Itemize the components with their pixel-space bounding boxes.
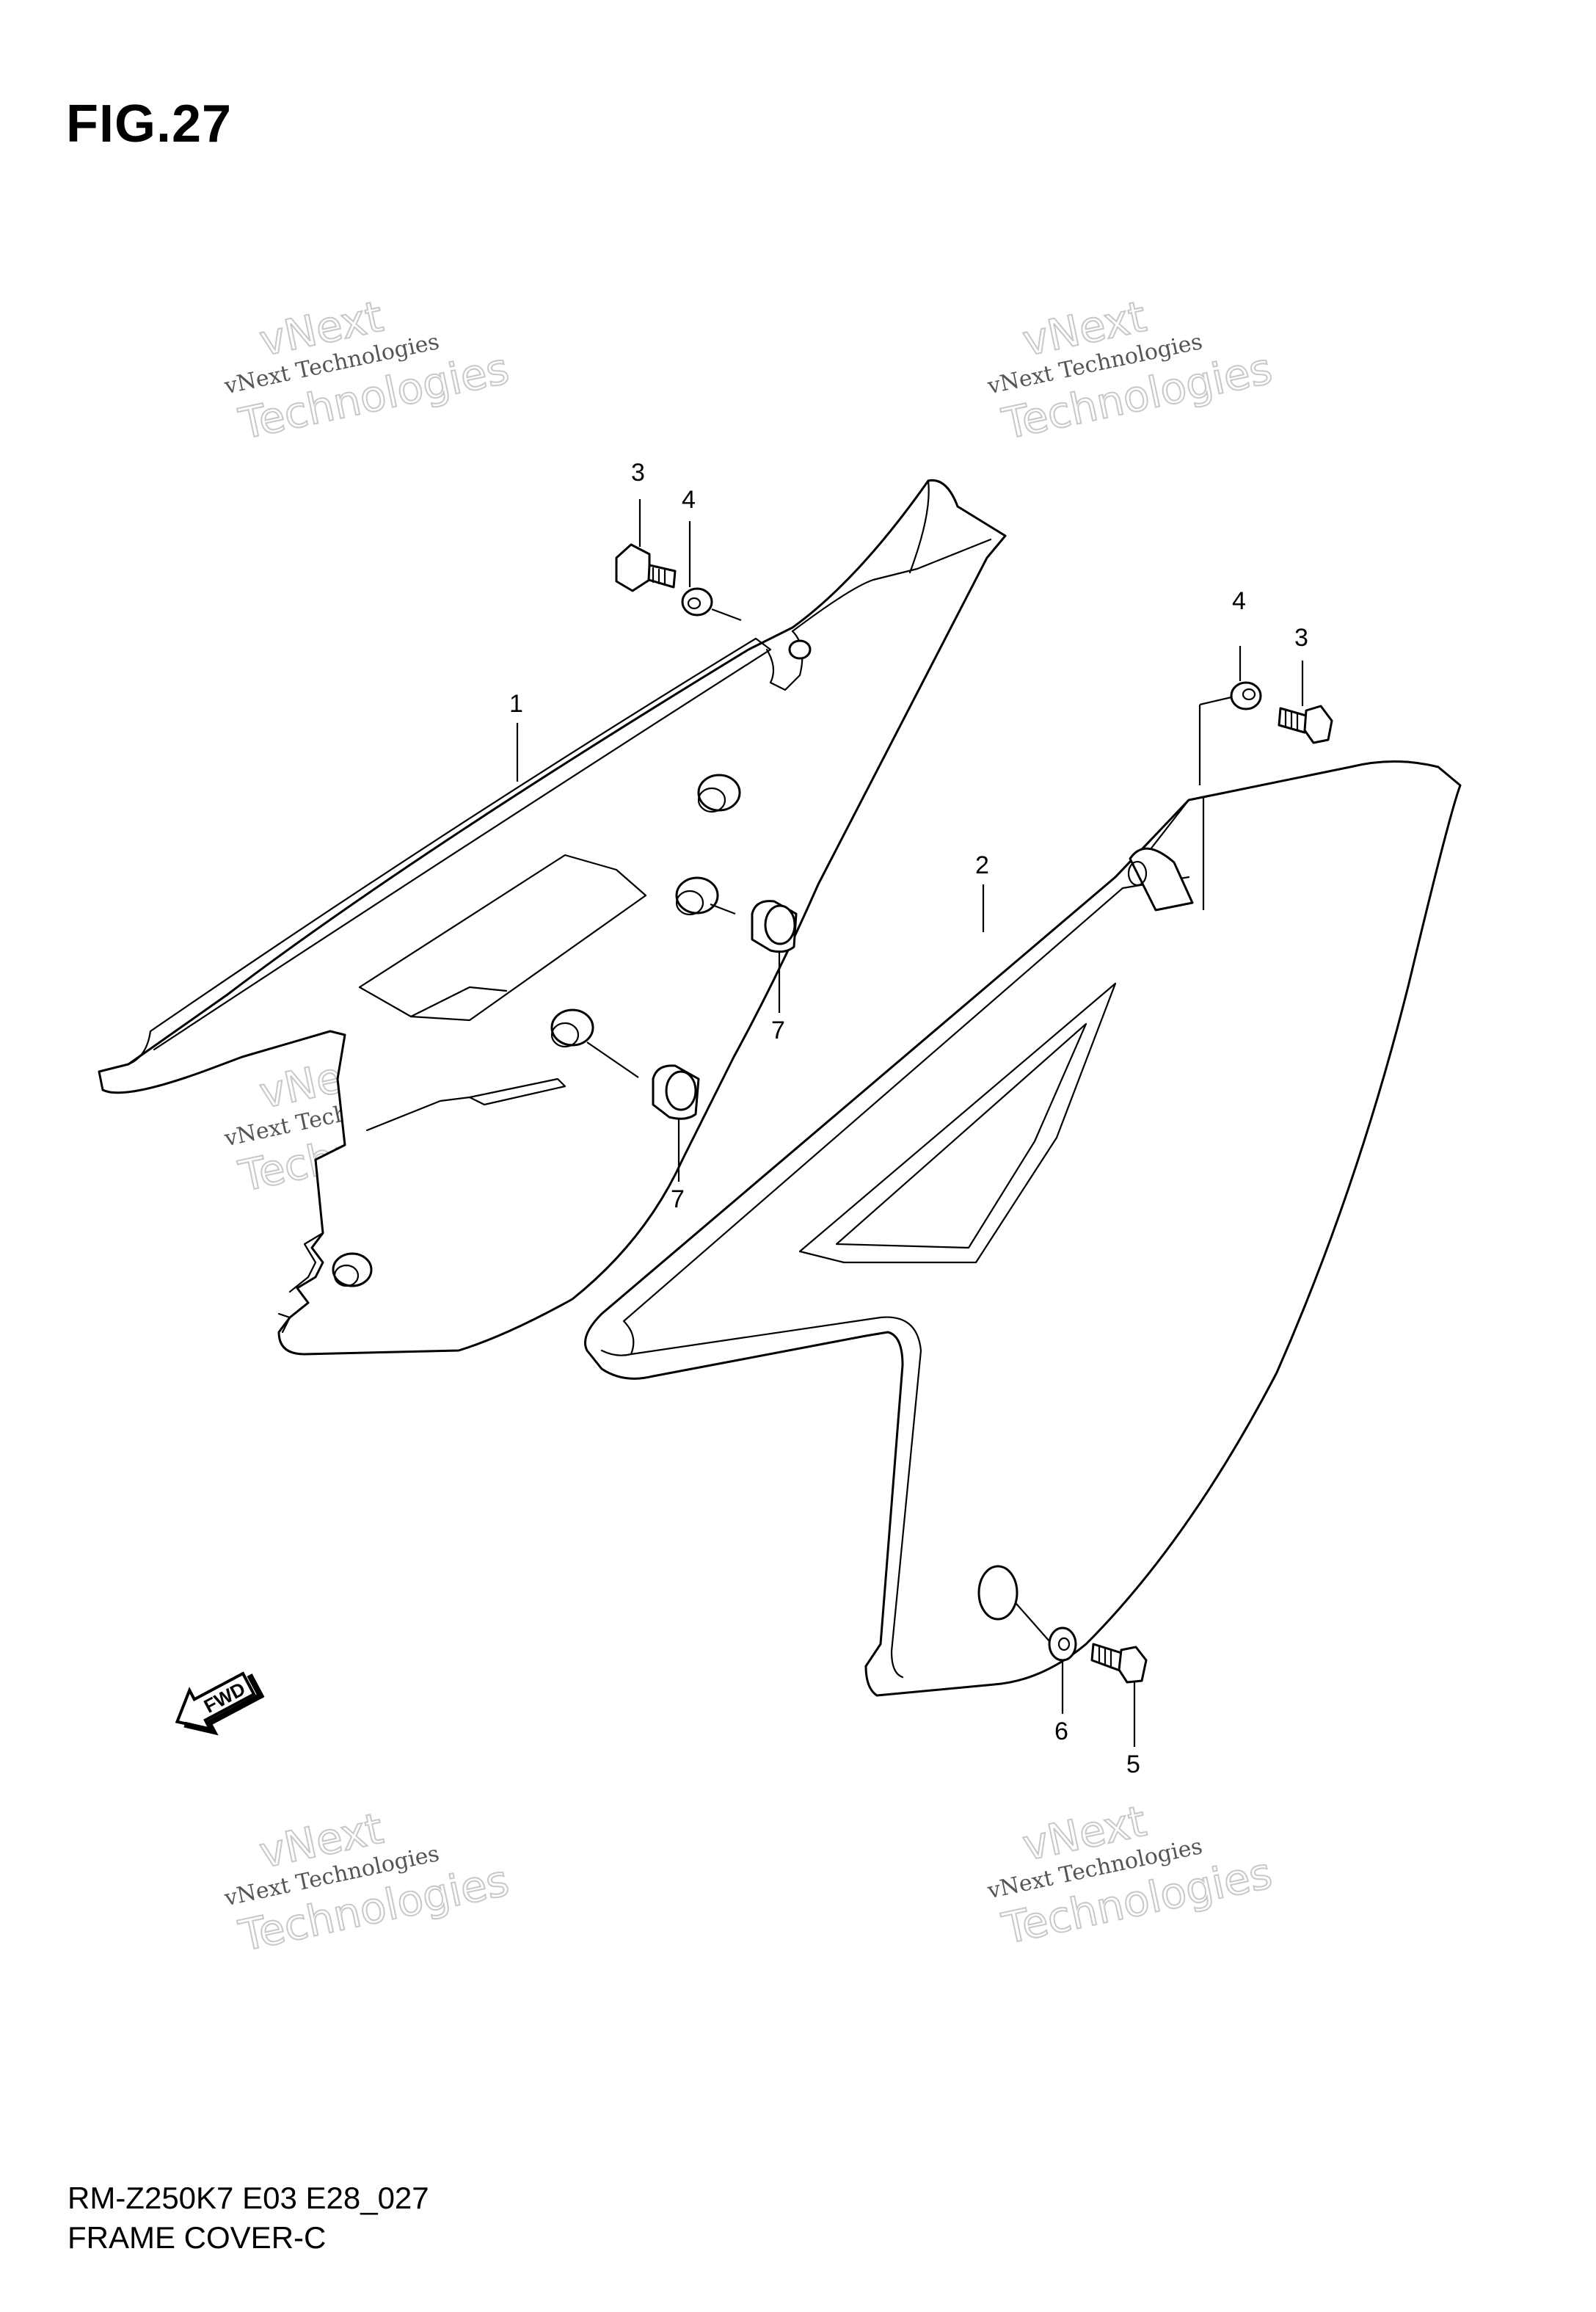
callout-7-lower: 7 — [671, 1185, 685, 1213]
fwd-arrow: FWD — [175, 1671, 265, 1736]
bolt-lower — [1090, 1643, 1148, 1684]
callout-7-upper: 7 — [771, 1017, 785, 1044]
figure-caption: RM-Z250K7 E03 E28_027 FRAME COVER-C — [68, 2178, 429, 2258]
callout-3-left: 3 — [631, 459, 645, 487]
watermark-bottom-left: vNext vNext Technologies Technologies — [222, 1803, 514, 1962]
callout-2: 2 — [975, 851, 989, 879]
washer-lower — [1048, 1626, 1077, 1662]
frame-cover-right — [584, 760, 1462, 1697]
callout-5: 5 — [1126, 1751, 1140, 1778]
frame-cover-left — [98, 479, 1007, 1356]
washer-right-top — [1230, 681, 1262, 710]
washer-left-top — [681, 587, 713, 617]
watermark-top-left: vNext vNext Technologies Technologies — [222, 291, 514, 450]
leader-lines — [516, 499, 1304, 1747]
section-name: FRAME COVER-C — [68, 2220, 327, 2255]
callout-6: 6 — [1054, 1717, 1068, 1745]
callout-4-left: 4 — [682, 486, 696, 514]
watermark-bottom-right: vNext vNext Technologies Technologies — [985, 1795, 1277, 1955]
model-code: RM-Z250K7 E03 E28_027 — [68, 2181, 429, 2215]
collar-upper — [751, 900, 798, 953]
bolt-left-top — [615, 543, 677, 592]
bolt-right-top — [1278, 705, 1333, 744]
callout-3-right: 3 — [1294, 624, 1308, 652]
figure-title: FIG.27 — [66, 95, 233, 153]
callout-1: 1 — [509, 690, 523, 718]
watermark-top-right: vNext vNext Technologies Technologies — [985, 291, 1277, 450]
collar-lower — [652, 1064, 700, 1120]
callout-4-right: 4 — [1232, 587, 1246, 615]
